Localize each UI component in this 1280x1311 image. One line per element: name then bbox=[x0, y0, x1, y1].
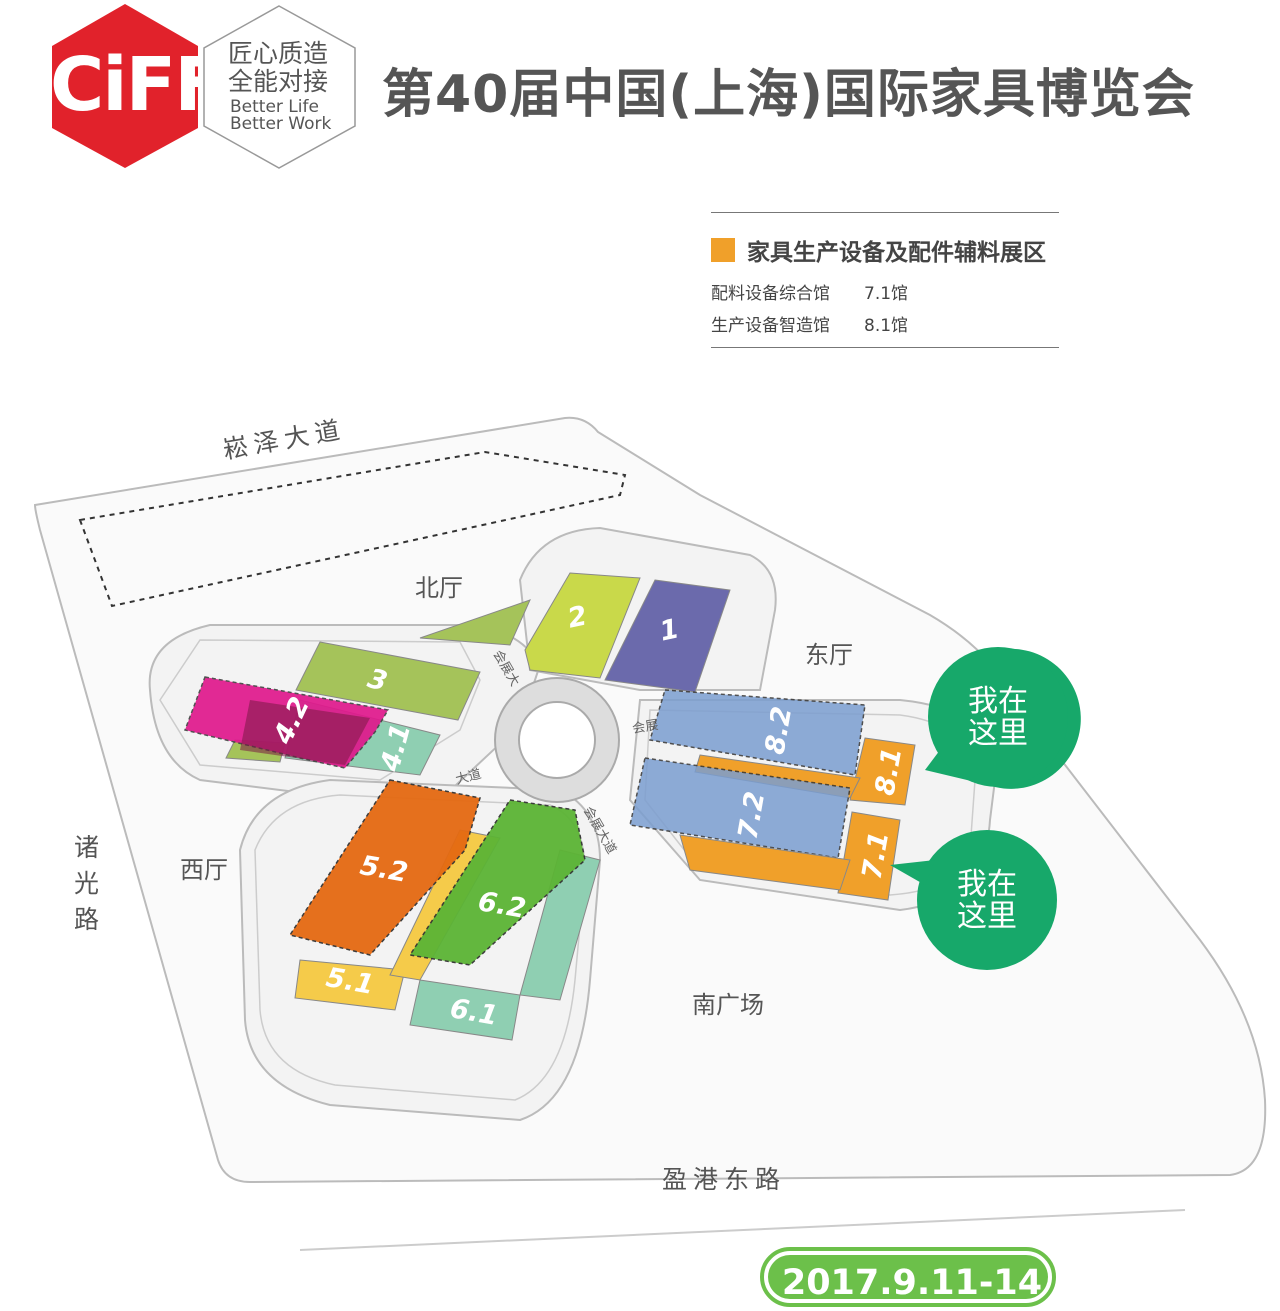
you-are-here-bubble-1: 我在 这里 bbox=[928, 686, 1068, 750]
hall-2-shape bbox=[524, 572, 641, 679]
logo-text: CiFF bbox=[50, 42, 225, 128]
slogan-hexagon-icon bbox=[203, 5, 356, 169]
legend-row-name: 配料设备综合馆 bbox=[711, 284, 830, 304]
bubble-2-tail bbox=[890, 860, 935, 885]
date-text: 2017.9.11-14 bbox=[781, 1263, 1043, 1303]
area-label-south-plaza: 南广场 bbox=[692, 991, 764, 1019]
hall-3-shape bbox=[295, 641, 481, 721]
legend-top-rule bbox=[711, 212, 1059, 213]
legend-row-name: 生产设备智造馆 bbox=[711, 316, 830, 336]
hall-6-1-shape bbox=[409, 979, 521, 1041]
you-are-here-bubble-2: 我在 这里 bbox=[917, 869, 1057, 933]
slogan-cn-line1: 匠心质造 bbox=[228, 39, 329, 68]
legend-bottom-rule bbox=[711, 347, 1059, 348]
ciff-logo: CiFF bbox=[50, 2, 225, 170]
parking-dashed bbox=[78, 450, 627, 608]
legend-row: 配料设备综合馆 7.1馆 bbox=[711, 279, 908, 304]
logo-hexagon-icon bbox=[52, 4, 198, 168]
hall-6-2-shape bbox=[408, 799, 586, 966]
hall-7-2-shape bbox=[629, 757, 851, 859]
legend-zone-title: 家具生产设备及配件辅料展区 bbox=[747, 240, 1046, 266]
road-label-west: 诸光路 bbox=[74, 833, 106, 934]
legend-swatch bbox=[711, 238, 735, 262]
bubble-line1: 我在 bbox=[968, 684, 1028, 719]
legend-row-hall: 7.1馆 bbox=[864, 284, 909, 304]
bubble-2-body bbox=[917, 830, 1057, 970]
hall-8-2-shape bbox=[649, 689, 866, 776]
legend: 家具生产设备及配件辅料展区 配料设备综合馆 7.1馆 生产设备智造馆 8.1馆 bbox=[711, 212, 1059, 350]
bubble-line2: 这里 bbox=[957, 899, 1017, 934]
north-triangle bbox=[419, 599, 531, 646]
slogan-en-line2: Better Work bbox=[230, 114, 332, 134]
hall-5-1-shape bbox=[294, 959, 406, 1011]
legend-row-hall: 8.1馆 bbox=[864, 316, 909, 336]
hall-6-side bbox=[519, 849, 601, 1001]
central-ring-hole bbox=[518, 701, 596, 779]
slogan-en-line1: Better Life bbox=[230, 97, 319, 117]
legend-row: 生产设备智造馆 8.1馆 bbox=[711, 311, 908, 336]
date-badge-fill: 2017.9.11-14 bbox=[768, 1255, 1048, 1303]
road-label-south: 盈港东路 bbox=[662, 1165, 787, 1194]
bubble-1-body bbox=[928, 647, 1068, 787]
date-badge: 2017.9.11-14 bbox=[760, 1247, 1056, 1307]
map-drawing bbox=[33, 416, 1267, 1251]
area-label-north-hall: 北厅 bbox=[415, 574, 463, 602]
venue-map: 崧泽大道 诸光路 盈港东路 北厅 东厅 西厅 南广场 会展大 会展 大道 会展大… bbox=[0, 380, 1280, 1251]
hall-7-base bbox=[679, 834, 851, 891]
south-road-line bbox=[299, 1209, 1186, 1251]
hall-5-2-shape bbox=[288, 779, 481, 956]
area-label-east-hall: 东厅 bbox=[805, 641, 853, 669]
page-title: 第40届中国(上海)国际家具博览会 bbox=[382, 65, 1195, 125]
bubble-line2: 这里 bbox=[968, 716, 1028, 751]
bubble-line1: 我在 bbox=[957, 867, 1017, 902]
area-label-west-hall: 西厅 bbox=[180, 856, 228, 884]
slogan-cn-line2: 全能对接 bbox=[228, 67, 329, 96]
slogan-badge: 匠心质造 全能对接 Better Life Better Work bbox=[200, 2, 358, 170]
hall-4-2-overlap bbox=[240, 700, 370, 765]
